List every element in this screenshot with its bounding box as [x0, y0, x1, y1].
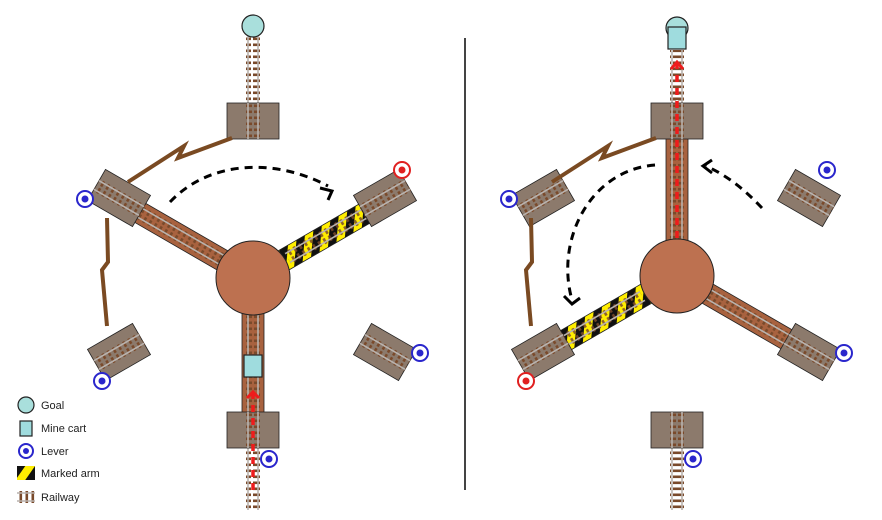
lever-icon	[76, 190, 94, 208]
lever-link	[126, 136, 233, 184]
track-pad	[776, 168, 842, 228]
mine-cart-icon	[667, 26, 687, 50]
goal-icon	[241, 14, 265, 38]
lever-icon	[93, 372, 111, 390]
lever-icon	[684, 450, 702, 468]
track-pad	[352, 322, 418, 382]
path-arrowhead	[245, 389, 261, 400]
rotation-arrow	[566, 163, 656, 301]
panel-before	[76, 14, 429, 510]
legend-item-lever: Lever	[18, 443, 69, 459]
railway-track	[246, 36, 260, 106]
rotation-arrow	[168, 165, 329, 204]
railway-icon	[17, 491, 35, 503]
legend-label: Railway	[41, 492, 80, 504]
lever-link	[550, 136, 657, 184]
legend-label: Goal	[41, 400, 64, 412]
legend-item-marked-arm: Marked arm	[17, 466, 100, 480]
track-pad	[86, 322, 152, 382]
arrow-head	[319, 186, 335, 201]
legend-item-goal: Goal	[17, 396, 64, 414]
railway-track	[670, 445, 684, 510]
track-pad	[226, 102, 280, 140]
active-lever-icon	[517, 372, 535, 390]
track-pad	[510, 322, 576, 382]
turntable-hub	[215, 240, 291, 316]
track-pad	[650, 411, 704, 449]
lever-icon	[818, 161, 836, 179]
rotation-arrow	[705, 164, 764, 210]
legend-label: Lever	[41, 446, 69, 458]
lever-icon	[835, 344, 853, 362]
arrow-head	[700, 158, 713, 175]
lever-icon	[260, 450, 278, 468]
legend-label: Marked arm	[41, 468, 100, 480]
legend-item-railway: Railway	[17, 491, 80, 504]
track-pad	[226, 411, 280, 449]
legend-item-mine-cart: Mine cart	[19, 420, 86, 437]
path-arrowhead	[669, 59, 685, 70]
lever-icon	[500, 190, 518, 208]
arrow-head	[562, 294, 581, 306]
lever-link	[99, 217, 111, 327]
mine-cart-icon	[19, 420, 33, 437]
track-pad	[776, 322, 842, 382]
turntable-hub	[639, 238, 715, 314]
lever-icon	[411, 344, 429, 362]
panel-after	[500, 16, 853, 510]
track-pad	[510, 168, 576, 228]
lever-icon	[18, 443, 34, 459]
mine-cart-icon	[243, 354, 263, 378]
goal-icon	[17, 396, 35, 414]
track-pad	[352, 168, 418, 228]
railway-track	[246, 445, 260, 510]
marked-arm-icon	[17, 466, 35, 480]
track-pad	[86, 168, 152, 228]
active-lever-icon	[393, 161, 411, 179]
lever-link	[523, 217, 535, 327]
legend-label: Mine cart	[41, 423, 86, 435]
legend: Goal Mine cart Lever Marked arm Railway	[17, 396, 100, 504]
